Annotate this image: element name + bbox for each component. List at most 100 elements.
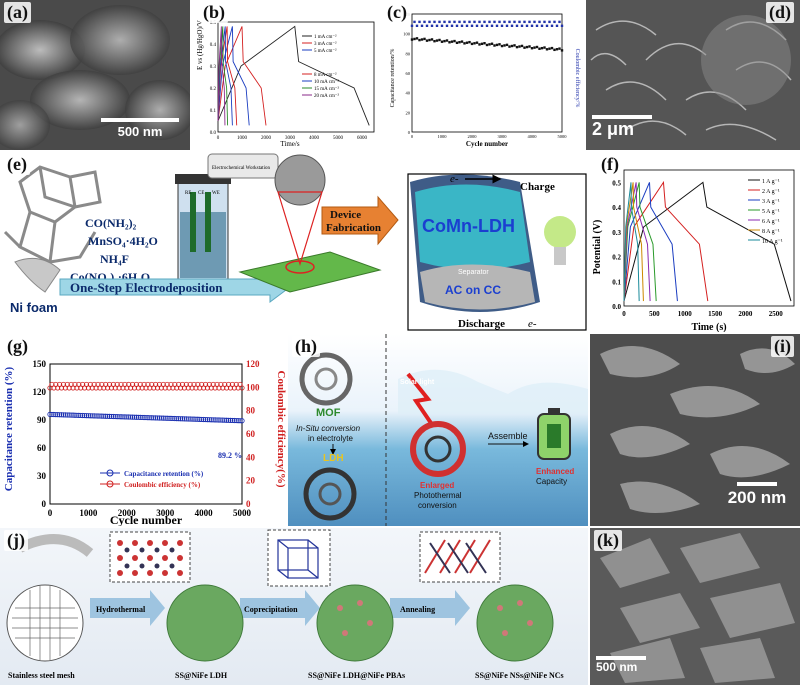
chart-c-point-retention [525,45,529,49]
panel-a-label: (a) [4,2,31,23]
chart-g-point-retention [208,417,214,423]
chart-c-point-retention [465,41,469,44]
chart-g-point-retention [135,414,141,420]
chart-b-yticks: 0.00.10.20.30.40.5 [210,21,217,136]
chart-c-point-coulombic [555,24,559,27]
chart-c-point-retention [425,39,429,42]
molecule-icon [3,165,102,265]
chart-c-point-coulombic [433,20,436,24]
chart-g-point-retention [191,416,197,422]
chart-c-point-coulombic [478,20,481,24]
crystal-inset-3 [419,531,501,583]
chart-c-point-coulombic [513,20,516,24]
chart-c-point-coulombic [460,24,464,27]
e-top-label: e- [450,173,459,185]
chart-b-ytick: 0.3 [210,65,217,70]
chart-f-xtick: 1000 [678,310,693,318]
chart-f-legend-item: 10 A g⁻¹ [762,239,783,245]
chart-c-point-coulombic [425,24,429,27]
chart-g-point-retention [91,413,97,419]
chart-b-legend-item: 20 mA cm⁻² [314,93,339,99]
chart-f-legend-item: 6 A g⁻¹ [762,219,780,225]
chart-c-point-coulombic [523,20,526,24]
enhanced-label: Enhanced [536,467,574,476]
chart-g-point-retention [49,411,55,418]
device-fab-label-2: Fabrication [326,222,381,234]
chart-g-point-retention [53,411,59,418]
photothermal-label-2: conversion [418,501,457,510]
chart-c-point-coulombic [543,20,546,24]
chart-c-ytick: 40 [406,91,411,96]
chart-g-point-retention [78,412,84,419]
chart-c-point-coulombic [548,20,551,24]
light-bulb-icon [544,216,576,248]
panel-c-chart: Capacitance retention/% Coulombic effici… [384,0,584,150]
chart-c-points [410,20,564,52]
chart-c-point-retention [433,39,436,43]
panel-j-schematic: Stainless steel mesh Hydrothermal Coprec… [0,528,588,685]
chart-g-ytick-left: 0 [42,499,47,509]
workstation-label: Electrochemical Workstation [212,166,270,171]
one-step-label: One-Step Electrodeposition [70,280,223,295]
chart-f-series-line [623,182,651,302]
chart-f-series-line [623,182,678,302]
chart-g-annotation: 89.2 % [218,451,242,460]
reagent-1: CO(NH₂)₂ [85,216,137,230]
chart-f-ytick: 0.2 [612,254,621,262]
chart-b-series-line [217,25,370,126]
chart-g-point-retention [97,413,103,419]
chart-c-point-retention [460,40,464,43]
chart-g-point-retention [216,417,222,423]
chart-b-xtick: 0 [217,136,220,141]
chart-g-point-retention [122,414,128,420]
chart-c-point-coulombic [493,20,496,24]
chart-f-series-line [623,180,709,302]
chart-c-point-retention [420,38,424,41]
chart-c-point-coulombic [413,20,416,24]
chart-f-xtick: 2000 [738,310,753,318]
chart-c-point-retention [560,49,564,52]
chart-c-point-retention [475,41,479,44]
chart-c-point-coulombic [468,20,471,24]
scale-bar-d: 2 μm [592,115,672,140]
panel-f-label: (f) [598,154,622,175]
chart-c-xtick: 4000 [528,134,538,139]
chart-g-ytick-right: 60 [246,429,256,439]
chart-c-point-coulombic [488,20,491,24]
panel-k-label: (k) [594,530,622,551]
insitu-label-2: in electrolyte [308,434,353,443]
chart-g-legend-2: Coulombic efficiency (%) [124,481,201,489]
ss-nife-ncs-icon [476,584,554,662]
arrow-hydrothermal [90,590,165,626]
ldh-icon [303,467,357,521]
chart-c-xtick: 5000 [558,134,568,139]
chart-g-point-retention [89,413,95,419]
chart-c-point-retention [458,41,461,44]
chart-c-point-coulombic [480,24,484,27]
panel-h-label: (h) [292,336,320,357]
chart-f-xtick: 0 [622,310,626,318]
chart-f-legend: 1 A g⁻¹2 A g⁻¹3 A g⁻¹5 A g⁻¹6 A g⁻¹8 A g… [748,179,783,245]
chart-c-point-retention [530,47,534,50]
chart-c-point-coulombic [418,20,421,24]
panel-i-label: (i) [771,336,794,357]
chart-g-point-retention [64,412,70,418]
chart-g-point-retention [120,414,126,420]
chart-g-point-retention [179,416,186,422]
chart-b-ytick: 0.0 [210,131,217,136]
ac-label: AC on CC [445,283,501,297]
chart-c-point-retention [533,46,536,49]
chart-c-point-retention [468,40,471,44]
chart-c-point-coulombic [558,20,561,24]
chart-b-legend-1: 1 mA cm⁻²3 mA cm⁻²5 mA cm⁻² [302,34,337,54]
chart-g-point-retention [237,418,243,424]
chart-g-point-retention [164,415,170,421]
chart-c-point-coulombic [465,24,469,27]
capacity-label: Capacity [536,477,567,486]
chart-g-xtick: 2000 [118,508,137,518]
panel-g-chart: Capacitance retention (%) Coulombic effi… [0,334,286,526]
chart-g-point-retention [210,417,216,423]
panel-a-sem-image: (a) 500 nm [0,0,190,150]
